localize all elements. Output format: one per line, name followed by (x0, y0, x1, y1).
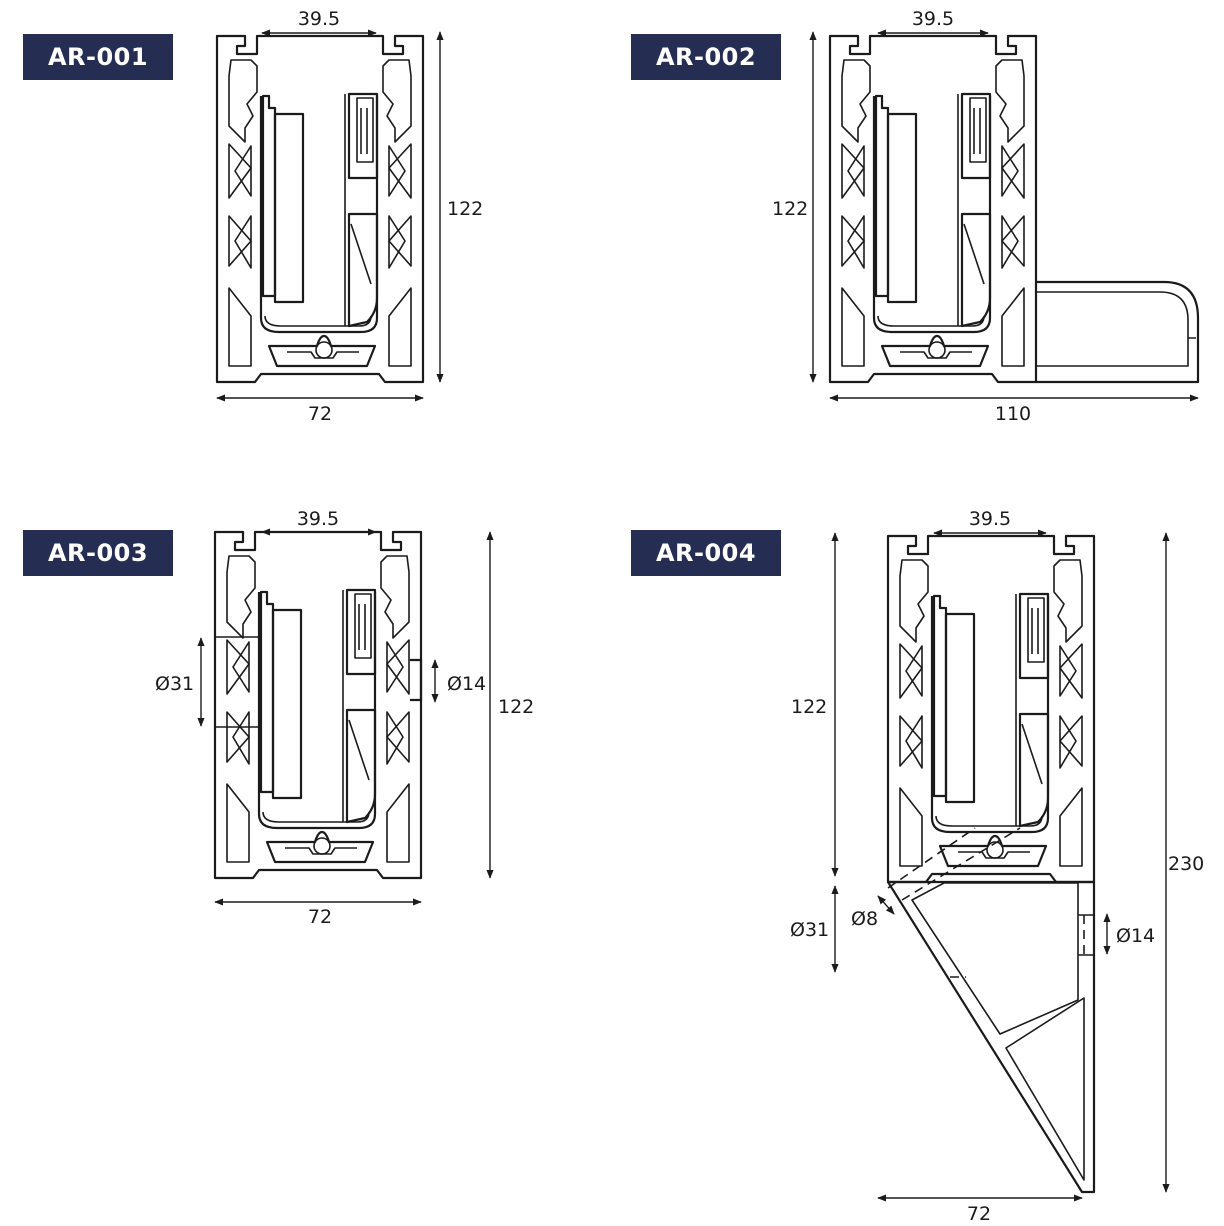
profile-drawing-ar-003 (197, 528, 494, 906)
profile-badge-ar-001: AR-001 (23, 34, 173, 80)
profile-badge-ar-004: AR-004 (631, 530, 781, 576)
dim-hole-small-ar-004: Ø8 (851, 908, 878, 930)
dim-width-ar-003: 72 (308, 906, 332, 928)
profile-drawing-ar-002 (809, 29, 1200, 402)
dim-hole-lower-ar-004: Ø31 (790, 919, 829, 941)
profile-badge-ar-002: AR-002 (631, 34, 781, 80)
dim-height-ar-004: 122 (791, 696, 827, 718)
dim-height-ar-001: 122 (447, 198, 483, 220)
dim-hole-right-ar-003: Ø14 (447, 673, 486, 695)
dim-width-ar-004: 72 (967, 1203, 991, 1225)
dim-width-ar-001: 72 (308, 403, 332, 425)
profile-drawing-ar-004 (831, 529, 1170, 1202)
dim-top-ar-004: 39.5 (969, 508, 1011, 530)
dim-hole-left-ar-003: Ø31 (155, 673, 194, 695)
profile-badge-ar-003: AR-003 (23, 530, 173, 576)
dim-height-ar-003: 122 (498, 696, 534, 718)
dim-top-ar-001: 39.5 (298, 8, 340, 30)
dim-top-ar-003: 39.5 (297, 508, 339, 530)
dim-top-ar-002: 39.5 (912, 8, 954, 30)
dim-hole-right-ar-004: Ø14 (1116, 925, 1155, 947)
profile-drawing-ar-001 (215, 29, 444, 402)
dim-height-ar-002: 122 (772, 198, 808, 220)
dim-total-height-ar-004: 230 (1168, 853, 1204, 875)
dim-width-ar-002: 110 (995, 403, 1031, 425)
